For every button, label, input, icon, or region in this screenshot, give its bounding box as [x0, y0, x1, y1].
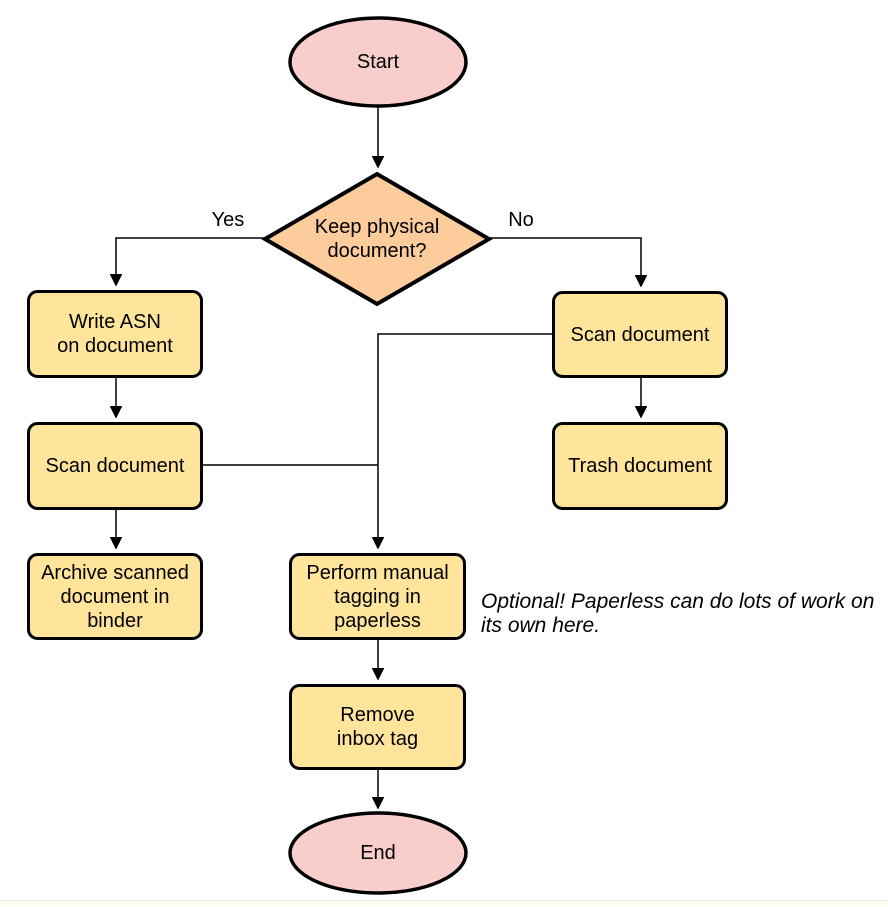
remove-inbox-node-label: Remove inbox tag	[336, 704, 419, 750]
remove-inbox-node	[289, 684, 466, 770]
page-edge-area	[0, 901, 888, 907]
scan-left-node	[27, 422, 203, 510]
page-edge-line	[0, 900, 888, 901]
start-node-label: Start	[356, 51, 400, 73]
connector-decision-yes-to-write-asn	[116, 237, 264, 285]
start-node	[288, 16, 468, 108]
tagging-node-label: Perform manual tagging in paperless	[306, 561, 449, 632]
optional-annotation: Optional! Paperless can do lots of work …	[481, 590, 875, 637]
end-node	[288, 811, 468, 895]
trash-node	[552, 422, 728, 510]
edge-label-yes: Yes	[211, 209, 245, 231]
scan-right-node-label: Scan document	[570, 323, 710, 346]
write-asn-node	[27, 290, 203, 378]
archive-node	[27, 553, 203, 640]
write-asn-node-label: Write ASN on document	[57, 311, 173, 357]
scan-right-node	[552, 291, 728, 378]
decision-node	[261, 171, 493, 307]
tagging-node	[289, 553, 466, 640]
scan-left-node-label: Scan document	[45, 455, 185, 477]
edge-label-no: No	[508, 209, 534, 231]
end-node-label: End	[360, 842, 396, 864]
connector-scan-right-to-tagging	[378, 333, 552, 548]
connector-decision-no-to-scan-right	[490, 237, 641, 286]
trash-node-label: Trash document	[568, 455, 712, 477]
decision-node-label: Keep physical document?	[314, 216, 440, 262]
archive-node-label: Archive scanned document in binder	[41, 561, 189, 632]
